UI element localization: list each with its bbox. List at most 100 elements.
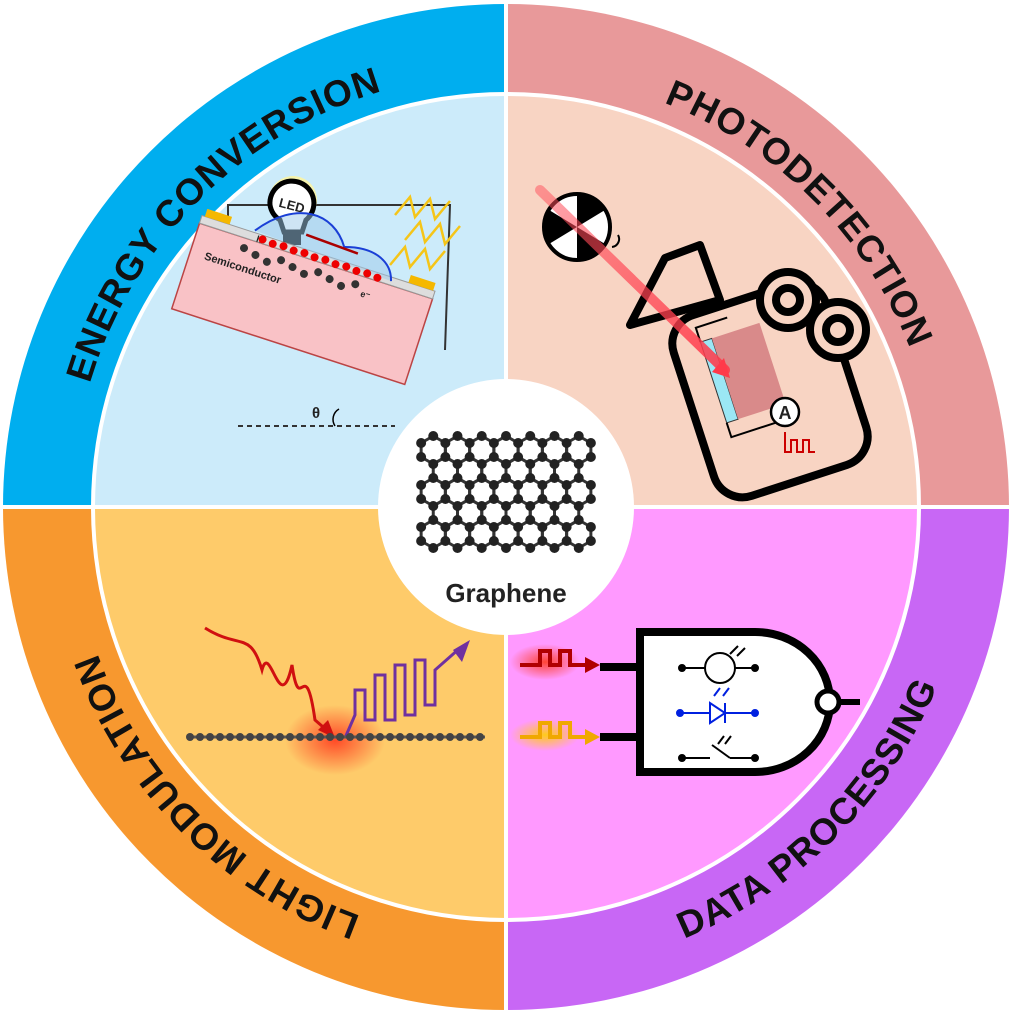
data-processing-illustration [510, 628, 860, 776]
electron-dot [277, 256, 286, 265]
carbon-atom [513, 480, 524, 490]
carbon-atom [286, 733, 294, 741]
carbon-atom [446, 733, 454, 741]
carbon-atom [246, 733, 254, 741]
carbon-atom [488, 480, 499, 490]
hole-dot [321, 255, 330, 264]
carbon-atom [406, 733, 414, 741]
carbon-atom [501, 459, 511, 469]
modulated-wave-icon [343, 646, 461, 739]
carbon-atom [456, 733, 464, 741]
carbon-atom [561, 494, 572, 504]
carbon-atom [501, 473, 511, 483]
svg-text:A: A [779, 403, 792, 423]
carbon-atom [573, 431, 584, 441]
carbon-atom [466, 733, 474, 741]
hole-dot [363, 269, 372, 278]
electron-dot [239, 244, 248, 253]
carbon-atom [573, 459, 584, 469]
carbon-atom [296, 733, 304, 741]
hole-dot [331, 260, 340, 269]
carbon-atom [537, 480, 548, 490]
carbon-atom [537, 438, 548, 448]
electron-dot [299, 269, 308, 278]
carbon-atom [236, 733, 244, 741]
carbon-atom [464, 480, 475, 490]
carbon-atom [476, 515, 487, 525]
carbon-atom [316, 733, 324, 741]
hole-dot [310, 253, 319, 262]
carbon-atom [428, 473, 439, 483]
carbon-atom [440, 452, 451, 462]
carbon-atom [186, 733, 194, 741]
graphene-sheet-side-view [186, 733, 485, 741]
carbon-atom [573, 473, 584, 483]
carbon-atom [416, 438, 427, 448]
carbon-atom [549, 459, 560, 469]
carbon-atom [561, 480, 572, 490]
input-signal-red-icon [520, 649, 592, 667]
ammeter-icon: A [769, 396, 815, 453]
hole-dot [300, 249, 309, 258]
panel-light-modulation [93, 507, 506, 920]
carbon-atom [585, 536, 596, 546]
carbon-atom [488, 494, 499, 504]
carbon-atom [440, 494, 451, 504]
photodiode-icon [676, 687, 759, 725]
carbon-atom [452, 515, 463, 525]
carbon-atom [256, 733, 264, 741]
photodetection-illustration: A [535, 185, 872, 502]
carbon-atom [501, 501, 511, 511]
carbon-atom [476, 431, 487, 441]
hole-dot [342, 262, 351, 271]
absorption-glow [285, 705, 385, 775]
carbon-atom [416, 522, 427, 532]
carbon-atom [549, 473, 560, 483]
carbon-atom [452, 473, 463, 483]
carbon-atom [573, 543, 584, 553]
carbon-atom [476, 459, 487, 469]
carbon-atom [356, 733, 364, 741]
hole-dot [352, 266, 361, 275]
carbon-atom [464, 494, 475, 504]
carbon-atom [336, 733, 344, 741]
carbon-atom [452, 431, 463, 441]
incident-wave-icon [204, 626, 331, 735]
carbon-atom [416, 536, 427, 546]
light-modulation-illustration [186, 626, 485, 775]
carbon-atom [452, 501, 463, 511]
carbon-atom [266, 733, 274, 741]
hole-dot [373, 273, 382, 282]
carbon-atom [440, 438, 451, 448]
carbon-atom [476, 733, 484, 741]
electron-dot [351, 280, 360, 289]
carbon-atom [513, 522, 524, 532]
carbon-atom [426, 733, 434, 741]
carbon-atom [537, 536, 548, 546]
carbon-atom [452, 459, 463, 469]
carbon-atom [573, 501, 584, 511]
carbon-atom [464, 452, 475, 462]
carbon-atom [428, 431, 439, 441]
carbon-atom [428, 459, 439, 469]
carbon-atom [585, 494, 596, 504]
electron-dot [314, 268, 323, 277]
carbon-atom [561, 536, 572, 546]
carbon-atom [585, 522, 596, 532]
carbon-atom [326, 733, 334, 741]
carbon-atom [440, 480, 451, 490]
input-signal-yellow-icon [520, 721, 592, 739]
carbon-atom [216, 733, 224, 741]
carbon-atom [537, 452, 548, 462]
carbon-atom [464, 536, 475, 546]
carbon-atom [573, 515, 584, 525]
carbon-atom [513, 494, 524, 504]
carbon-atom [376, 733, 384, 741]
carbon-atom [476, 501, 487, 511]
carbon-atom [386, 733, 394, 741]
carbon-atom [196, 733, 204, 741]
carbon-atom [416, 733, 424, 741]
carbon-atom [561, 438, 572, 448]
hole-dot [258, 235, 267, 244]
